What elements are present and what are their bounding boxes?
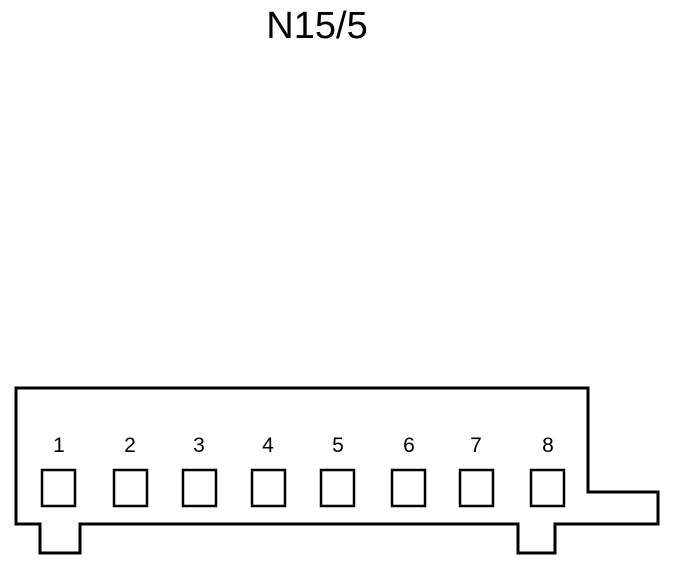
pin-terminal-7 — [458, 468, 495, 508]
pin-terminal-5 — [319, 468, 356, 508]
pin-terminal-1 — [40, 468, 77, 508]
pin-label-6: 6 — [403, 434, 415, 457]
pin-label-5: 5 — [332, 434, 344, 457]
pin-terminal-6 — [390, 468, 427, 508]
pin-label-4: 4 — [262, 434, 274, 457]
pin-terminal-4 — [250, 468, 287, 508]
connector-housing — [14, 386, 660, 555]
pin-label-7: 7 — [470, 434, 482, 457]
connector-title: N15/5 — [266, 5, 368, 47]
pin-terminal-2 — [112, 468, 149, 508]
pin-terminal-8 — [529, 468, 566, 508]
pin-label-8: 8 — [542, 434, 554, 457]
pin-label-1: 1 — [53, 434, 65, 457]
pin-terminal-3 — [181, 468, 218, 508]
pin-label-2: 2 — [124, 434, 136, 457]
pin-label-3: 3 — [193, 434, 205, 457]
